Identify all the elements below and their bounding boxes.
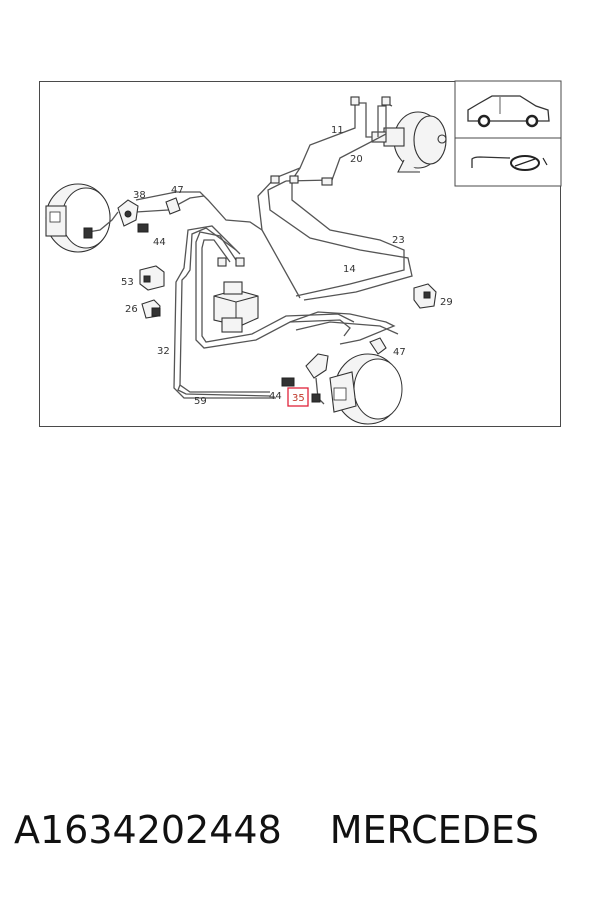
callout-14: 14 <box>343 264 356 275</box>
vehicle-inset <box>454 80 562 187</box>
callout-47b: 47 <box>393 347 406 358</box>
brake-booster <box>371 111 447 173</box>
callout-44b: 44 <box>269 391 282 402</box>
front-brake-disc-left <box>45 183 111 253</box>
brake-hose-icon <box>471 155 548 171</box>
brake-lines <box>135 102 413 399</box>
brand-name: MERCEDES <box>329 808 540 852</box>
front-brake-disc-right <box>329 353 403 425</box>
hydraulic-unit <box>213 281 259 333</box>
callout-20: 20 <box>350 154 363 165</box>
callout-26: 26 <box>125 304 138 315</box>
callout-59: 59 <box>194 396 207 407</box>
callout-32: 32 <box>157 346 170 357</box>
callout-44a: 44 <box>153 237 166 248</box>
callout-29: 29 <box>440 297 453 308</box>
part-code: A1634202448 <box>14 808 282 852</box>
part-footer: A1634202448 MERCEDES <box>14 800 589 860</box>
callout-53: 53 <box>121 277 134 288</box>
callout-38: 38 <box>133 190 146 201</box>
callout-23: 23 <box>392 235 405 246</box>
callout-47a: 47 <box>171 185 184 196</box>
callout-11: 11 <box>331 125 344 136</box>
car-silhouette-icon <box>467 95 550 128</box>
callout-35: 35 <box>292 393 305 404</box>
highlight-part-35[interactable]: 35 <box>287 387 309 407</box>
callout-labels: 11 20 38 47 44 23 14 53 26 29 32 47 44 5… <box>121 125 453 407</box>
fittings <box>83 96 437 405</box>
